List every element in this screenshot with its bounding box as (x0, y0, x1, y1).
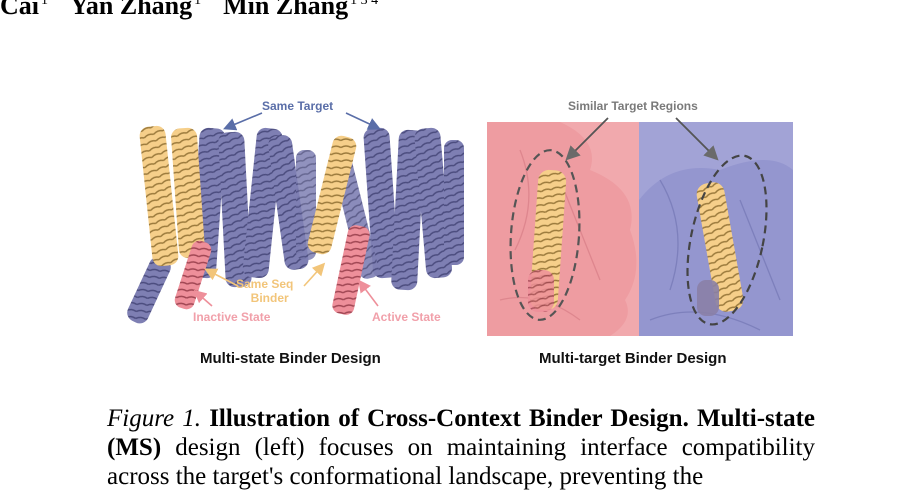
author-name: Min Zhang (223, 0, 349, 20)
same-target-arrow (345, 112, 381, 130)
binder-helix-segment (528, 270, 554, 312)
binder-helix (307, 135, 357, 255)
target-helix (444, 140, 464, 265)
same-seq-binder-label-line1: Same Seq (236, 277, 294, 291)
same-seq-binder-arrow (204, 268, 239, 287)
inactive-segment (174, 240, 212, 310)
target-helix (127, 256, 171, 324)
author-name: Yan Zhang (70, 0, 193, 20)
inactive-state-label: Inactive State (193, 310, 271, 324)
binder-helix (139, 125, 179, 267)
author-affiliation: 1 (41, 0, 48, 8)
active-state-structure (307, 127, 464, 315)
figure-1 (127, 112, 793, 336)
right-panel-caption: Multi-target Binder Design (539, 350, 727, 367)
author-name: Cai (0, 0, 39, 20)
similar-region-highlight (686, 154, 768, 326)
author-affiliation: 1 (194, 0, 202, 8)
left-panel-caption: Multi-state Binder Design (200, 350, 381, 367)
author-affiliation: 1 3 4 (350, 0, 379, 8)
same-seq-binder-label-line2: Binder (250, 291, 289, 305)
binder-helix (171, 127, 205, 259)
target-helix (218, 131, 252, 288)
figure-label: Figure 1. (107, 405, 202, 432)
lavender-target-surface (639, 122, 793, 336)
same-target-arrow (223, 112, 263, 131)
binder-helix-segment (697, 280, 719, 316)
caption-body: design (left) focuses on maintaining int… (107, 434, 816, 490)
similar-region-highlight (509, 149, 581, 321)
binder-helix (696, 182, 744, 312)
target-helix (363, 127, 399, 279)
same-target-label: Same Target (262, 99, 334, 113)
similar-region-arrow (675, 117, 719, 161)
active-state-arrow (358, 279, 379, 307)
same-seq-binder-arrow (303, 262, 326, 287)
pink-target-surface (487, 122, 639, 336)
active-state-label: Active State (372, 310, 441, 324)
same-seq-binder-label: Same Seq Binder (236, 277, 293, 305)
active-segment (332, 225, 370, 315)
caption-term: Multi-state (MS) (107, 405, 816, 461)
caption-title: Illustration of Cross-Context Binder Des… (209, 405, 689, 432)
similar-region-arrow (565, 117, 609, 161)
target-helix (414, 127, 452, 279)
inactive-state-arrow (193, 289, 213, 307)
similar-target-regions-label: Similar Target Regions (568, 99, 698, 113)
target-helix (391, 129, 425, 291)
